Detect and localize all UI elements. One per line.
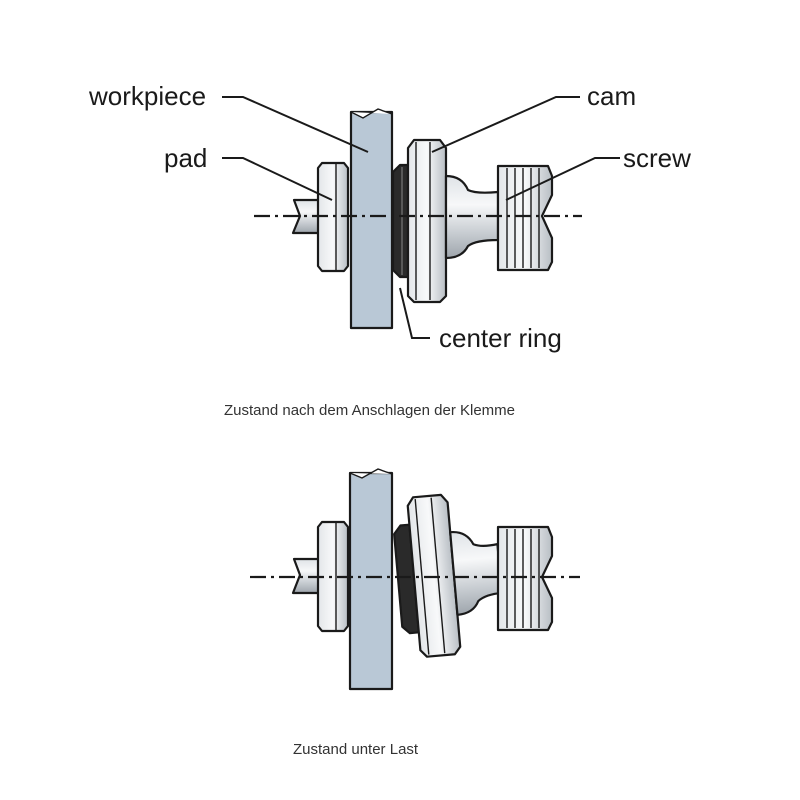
pad-loaded: [316, 520, 350, 633]
screw-neck-loaded: [449, 530, 503, 616]
label-cam: cam: [587, 81, 636, 111]
workpiece-plate-loaded: [348, 468, 394, 691]
bottom-assembly: Zustand unter Last: [250, 468, 580, 758]
center-ring: [391, 163, 410, 279]
leader-lines: [222, 96, 620, 339]
label-center-ring: center ring: [439, 323, 562, 353]
cam: [406, 138, 448, 304]
screw-head-loaded: [496, 525, 554, 632]
caption-top: Zustand nach dem Anschlagen der Klemme: [224, 402, 515, 419]
label-screw: screw: [623, 143, 691, 173]
label-pad: pad: [164, 143, 207, 173]
caption-bottom: Zustand unter Last: [293, 741, 419, 758]
tilted-group: [393, 493, 503, 658]
workpiece-plate: [349, 108, 394, 330]
top-assembly: workpiece pad cam screw center ring Zust…: [88, 81, 691, 419]
label-workpiece: workpiece: [88, 81, 206, 111]
screw-head: [496, 164, 554, 272]
cam-loaded: [406, 493, 462, 658]
